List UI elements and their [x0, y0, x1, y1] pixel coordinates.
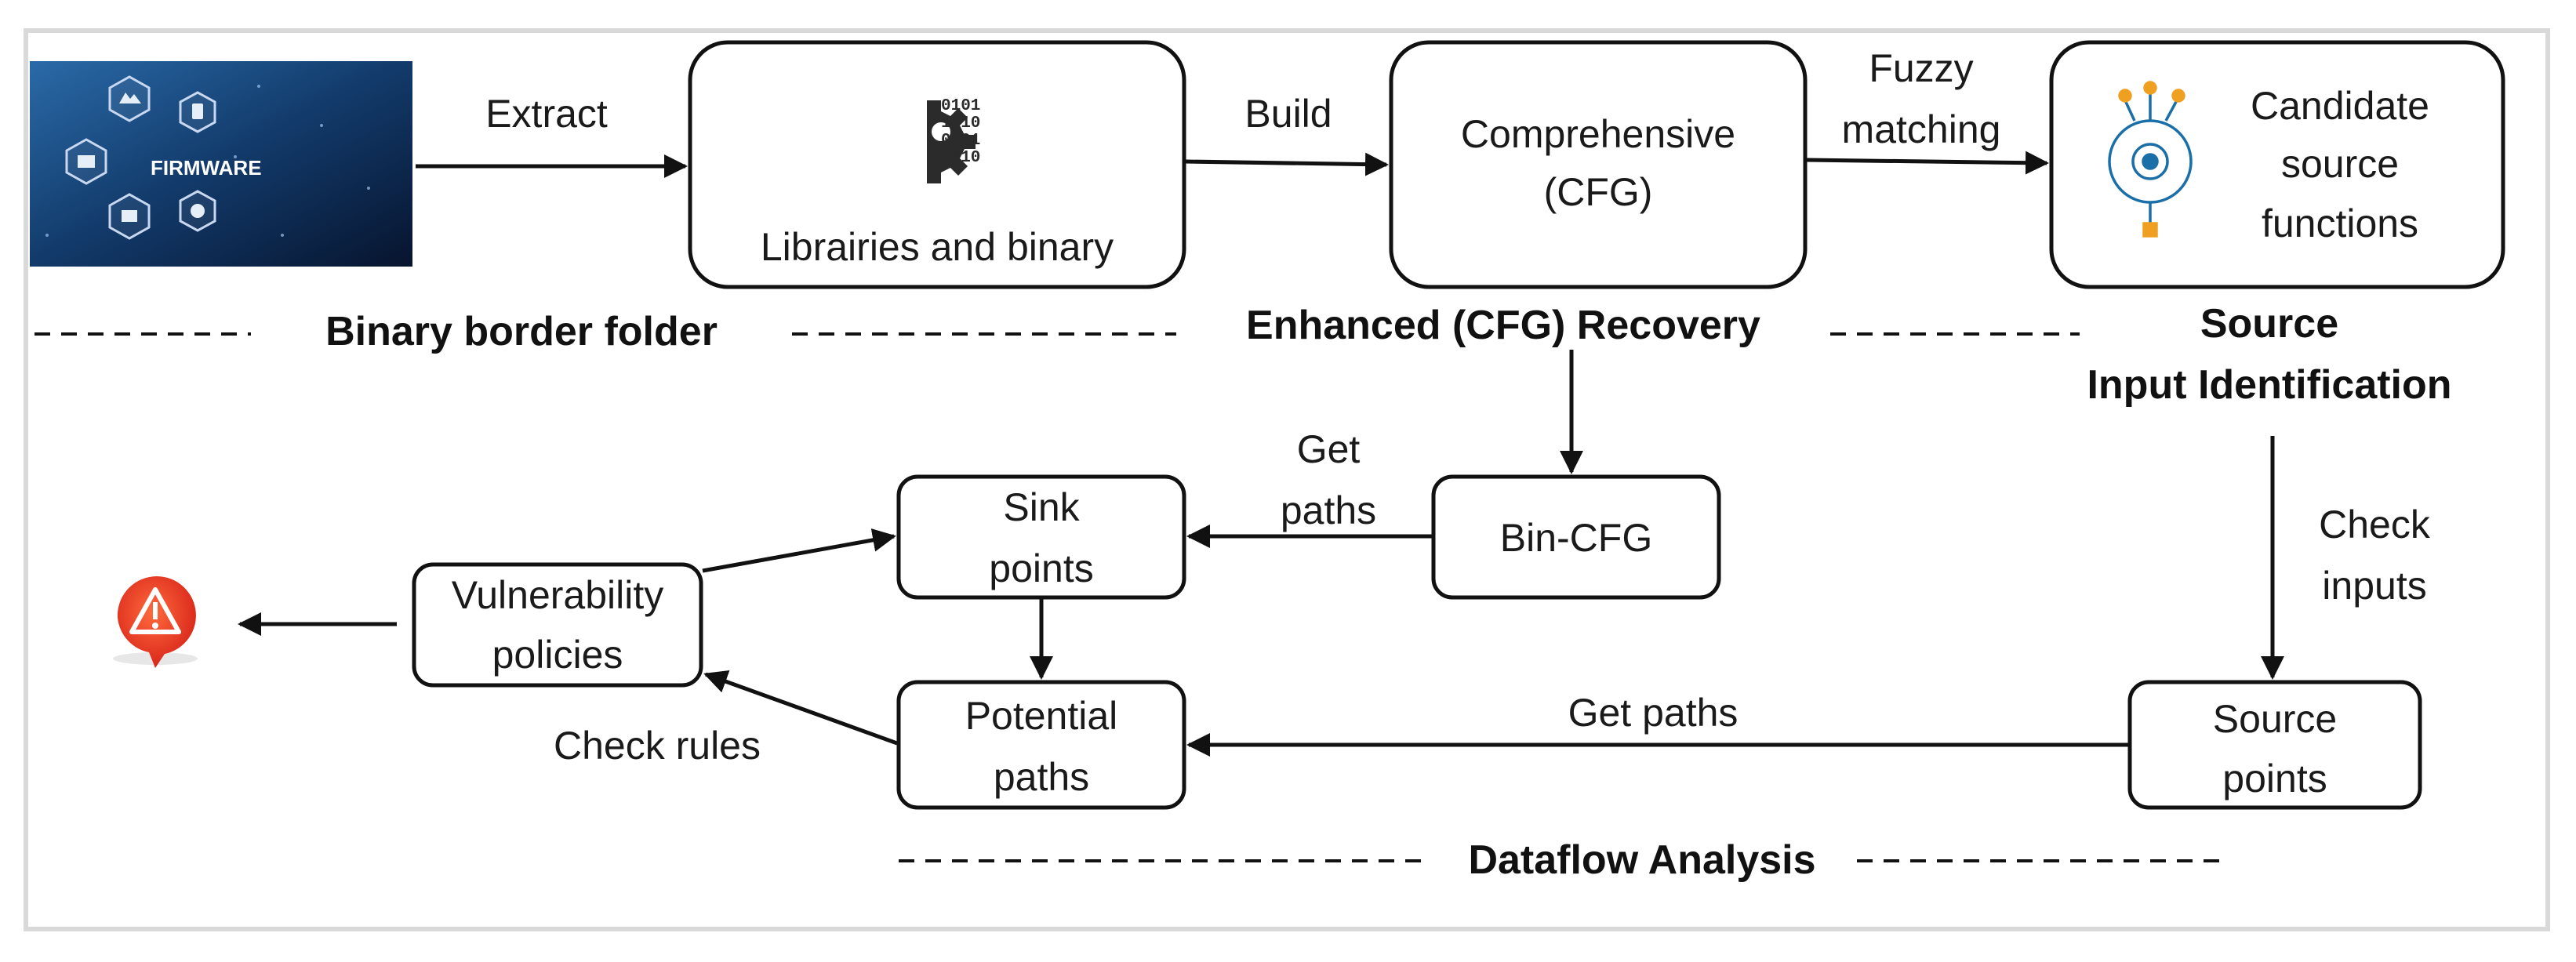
svg-text:1010: 1010 [941, 114, 980, 133]
node-label: Potential [965, 694, 1118, 738]
node-label: paths [994, 755, 1089, 799]
section-dataflow-analysis: Dataflow Analysis [1468, 837, 1815, 883]
firmware-badge-text: FIRMWARE [151, 156, 262, 180]
node-label: points [989, 546, 1093, 590]
node-candidate-source-functions: Candidate source functions [2049, 40, 2505, 289]
node-label: Librairies and binary [761, 225, 1114, 269]
node-label: Vulnerability [452, 573, 664, 617]
edge-fuzzy-matching [1806, 151, 2049, 175]
node-vulnerability-policies: Vulnerability policies [412, 562, 703, 688]
section-enhanced-cfg-recovery: Enhanced (CFG) Recovery [1246, 303, 1760, 348]
node-label: policies [492, 633, 623, 677]
node-comprehensive-cfg: Comprehensive (CFG) [1389, 40, 1808, 289]
edge-label-matching: matching [1842, 107, 2001, 151]
section-input-identification: Input Identification [2087, 362, 2451, 408]
edge-check-rules [703, 670, 898, 746]
edge-build [1185, 152, 1389, 176]
node-sink-points: Sink points [896, 474, 1186, 600]
node-source-points: Source points [2127, 680, 2422, 810]
edge-label-fuzzy: Fuzzy [1869, 46, 1973, 90]
node-potential-paths: Potential paths [896, 680, 1186, 810]
svg-text:0101: 0101 [941, 97, 980, 115]
edge-label-check-rules: Check rules [554, 724, 761, 768]
node-label: functions [2262, 201, 2418, 245]
node-label: Candidate [2251, 84, 2429, 128]
edge-label-paths: paths [1281, 488, 1376, 532]
node-label: (CFG) [1544, 170, 1653, 214]
svg-text:0101: 0101 [941, 132, 980, 150]
node-bin-cfg: Bin-CFG [1431, 474, 1721, 600]
firmware-image: FIRMWARE [30, 61, 412, 267]
edge-label-get-paths: Get paths [1568, 691, 1739, 735]
node-label: Source [2213, 697, 2337, 741]
node-label: Comprehensive [1461, 112, 1735, 156]
gear-circuit-icon [2108, 81, 2193, 238]
node-label: Bin-CFG [1500, 516, 1652, 560]
edge-label-check: Check [2319, 503, 2431, 546]
edge-vuln-to-sink [702, 528, 896, 573]
node-label: points [2222, 757, 2327, 800]
edge-label-inputs: inputs [2322, 564, 2426, 608]
edges [238, 151, 2284, 757]
edge-label-get: Get [1297, 427, 1361, 471]
warning-icon [113, 576, 198, 668]
node-label: source [2281, 142, 2399, 186]
gear-binary-icon: 0101 1010 0101 1010 [927, 97, 980, 183]
section-binary-border-folder: Binary border folder [325, 309, 718, 354]
section-source-label: Source [2200, 301, 2338, 347]
svg-text:1010: 1010 [941, 149, 980, 167]
section-dividers [35, 332, 2227, 862]
node-libraries-binary: 0101 1010 0101 1010 Librairies and binar… [688, 40, 1186, 289]
edge-label-build: Build [1244, 92, 1332, 136]
edge-label-extract: Extract [485, 92, 608, 136]
node-label: Sink [1003, 485, 1080, 529]
